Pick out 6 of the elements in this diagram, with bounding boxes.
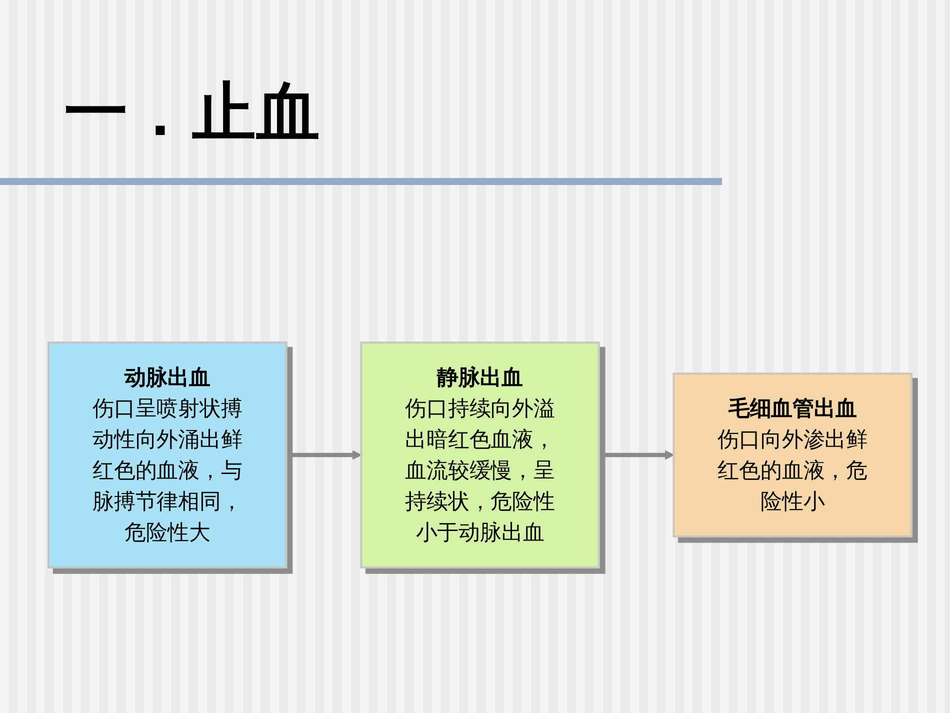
slide-title: 一．止血 <box>64 78 320 148</box>
arrow <box>598 450 674 460</box>
node-box: 动脉出血 伤口呈喷射状搏动性向外涌出鲜红色的血液，与脉搏节律相同，危险性大 <box>48 342 288 568</box>
arrow <box>286 450 362 460</box>
node-box: 静脉出血 伤口持续向外溢出暗红色血液，血流较缓慢，呈持续状，危险性小于动脉出血 <box>360 342 600 568</box>
node-box: 毛细血管出血 伤口向外渗出鲜红色的血液，危险性小 <box>672 372 912 538</box>
